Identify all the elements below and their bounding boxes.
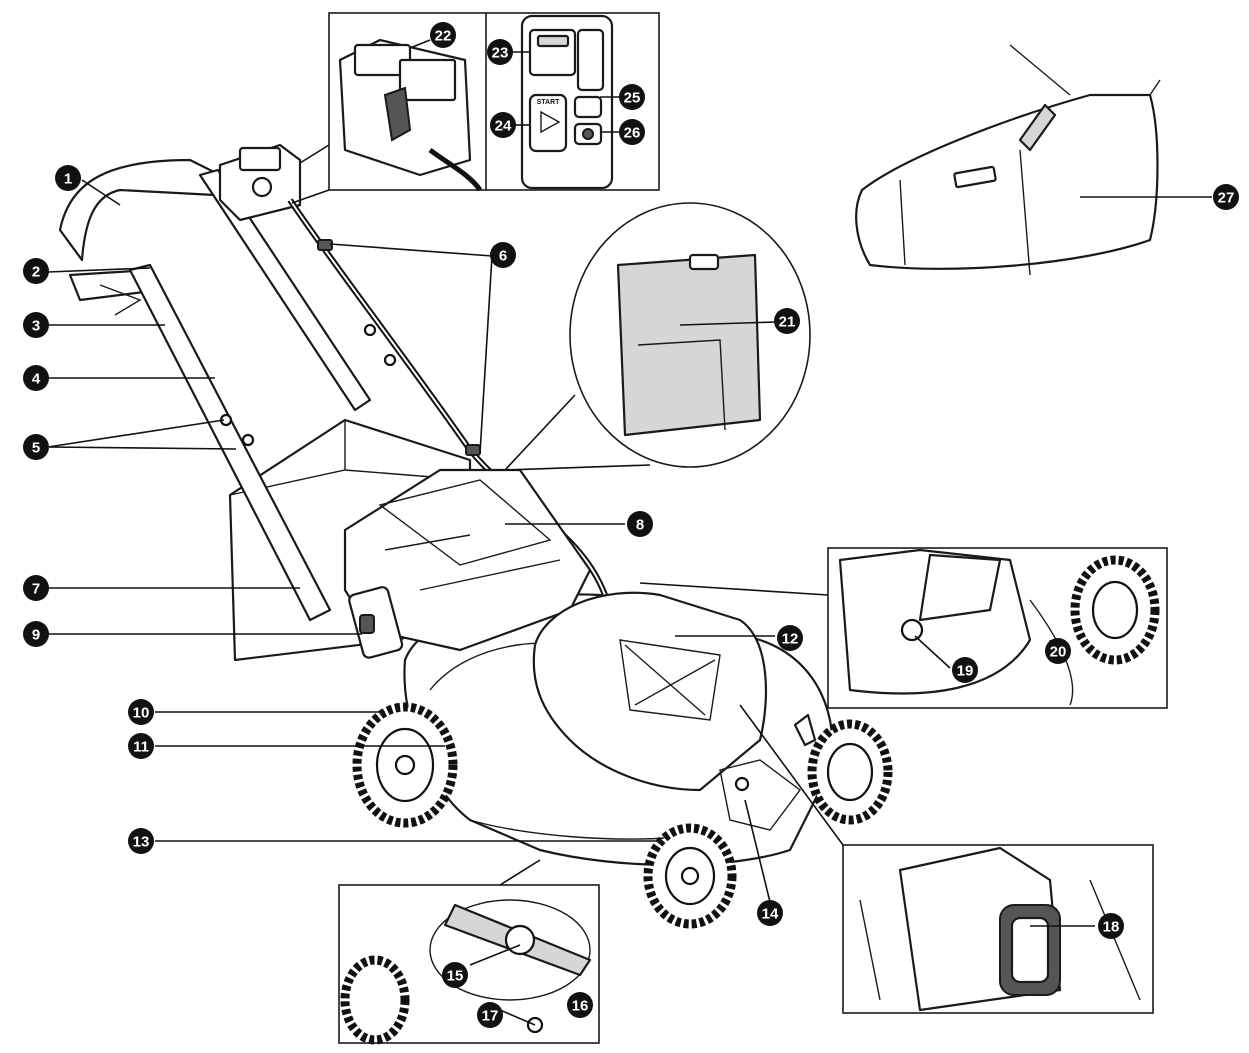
part-label-badge [1045,638,1071,664]
part-label-badge [128,699,154,725]
front-wheel-far [807,719,893,825]
part-label-badge [128,733,154,759]
inset-grass-bag [855,44,1161,276]
part-label-badge [627,511,653,537]
part-label-20: 20 [1045,638,1071,664]
front-height-linkage [719,713,817,831]
part-label-8: 8 [627,511,653,537]
part-label-badge [23,312,49,338]
part-label-number: 2 [32,264,40,281]
part-label-19: 19 [952,657,978,683]
part-label-number: 13 [133,834,150,851]
part-label-number: 10 [133,705,150,722]
mower-illustration [58,143,893,929]
part-label-badge [777,625,803,651]
part-label-13: 13 [128,828,154,854]
part-label-15: 15 [442,962,468,988]
part-label-badge [490,242,516,268]
part-label-number: 5 [32,440,40,457]
inset-rear-deck [639,547,1168,709]
part-label-number: 16 [572,998,589,1015]
part-label-22: 22 [430,22,456,48]
part-label-badge [952,657,978,683]
inset-blade [338,859,600,1045]
part-label-number: 14 [762,906,779,923]
part-label-number: 21 [779,314,796,331]
part-label-number: 26 [624,125,641,142]
part-label-number: 25 [624,90,641,107]
part-label-number: 23 [492,45,509,62]
inset-control-panel: START [328,12,660,192]
part-label-badge [55,165,81,191]
part-label-number: 24 [495,118,512,135]
leader-lines [47,39,1212,1026]
part-label-badge [23,365,49,391]
part-label-number: 1 [64,171,72,188]
motor-cover [532,591,768,792]
part-label-number: 20 [1050,644,1067,661]
part-label-badge [774,308,800,334]
part-label-badge [490,112,516,138]
part-label-number: 22 [435,28,452,45]
part-label-badge [23,434,49,460]
part-label-23: 23 [487,39,513,65]
part-label-26: 26 [619,119,645,145]
part-label-number: 12 [782,631,799,648]
part-label-16: 16 [567,992,593,1018]
part-label-badge [487,39,513,65]
part-label-badge [23,258,49,284]
rear-wheel [352,702,458,828]
part-label-badge [477,1002,503,1028]
part-label-9: 9 [23,621,49,647]
part-label-badge [619,84,645,110]
part-label-5: 5 [23,434,49,460]
part-label-17: 17 [477,1002,503,1028]
part-label-badge [1213,184,1239,210]
part-label-2: 2 [23,258,49,284]
height-adjust-lever [348,586,404,659]
part-label-number: 15 [447,968,464,985]
part-label-badge [128,828,154,854]
part-label-number: 8 [636,517,644,534]
part-label-4: 4 [23,365,49,391]
part-label-11: 11 [128,733,154,759]
part-label-badge [430,22,456,48]
part-label-number: 6 [499,248,507,265]
part-label-number: 7 [32,581,40,598]
part-label-number: 18 [1103,919,1120,936]
part-label-number: 9 [32,627,40,644]
part-label-3: 3 [23,312,49,338]
part-label-number: 4 [32,371,41,388]
front-wheel [643,823,737,929]
part-label-number: 3 [32,318,40,335]
part-label-10: 10 [128,699,154,725]
part-label-badge [442,962,468,988]
part-label-number: 19 [957,663,974,680]
start-button-label: START [537,99,561,106]
part-label-7: 7 [23,575,49,601]
part-label-21: 21 [774,308,800,334]
part-label-number: 17 [482,1008,499,1025]
handle-assembly [58,158,397,622]
part-label-badge [23,575,49,601]
part-label-6: 6 [490,242,516,268]
part-label-24: 24 [490,112,516,138]
inset-battery-cover [504,202,811,471]
part-number-badges: 1234567891011121314151617181920212223242… [23,22,1239,1028]
part-label-badge [1098,913,1124,939]
part-label-number: 27 [1218,190,1235,207]
part-label-badge [23,621,49,647]
part-label-badge [567,992,593,1018]
part-label-1: 1 [55,165,81,191]
part-label-12: 12 [777,625,803,651]
part-label-14: 14 [757,900,783,926]
part-label-25: 25 [619,84,645,110]
part-label-badge [757,900,783,926]
part-label-18: 18 [1098,913,1124,939]
part-label-badge [619,119,645,145]
part-label-number: 11 [133,739,149,756]
handle-control-box [218,143,302,222]
part-label-27: 27 [1213,184,1239,210]
